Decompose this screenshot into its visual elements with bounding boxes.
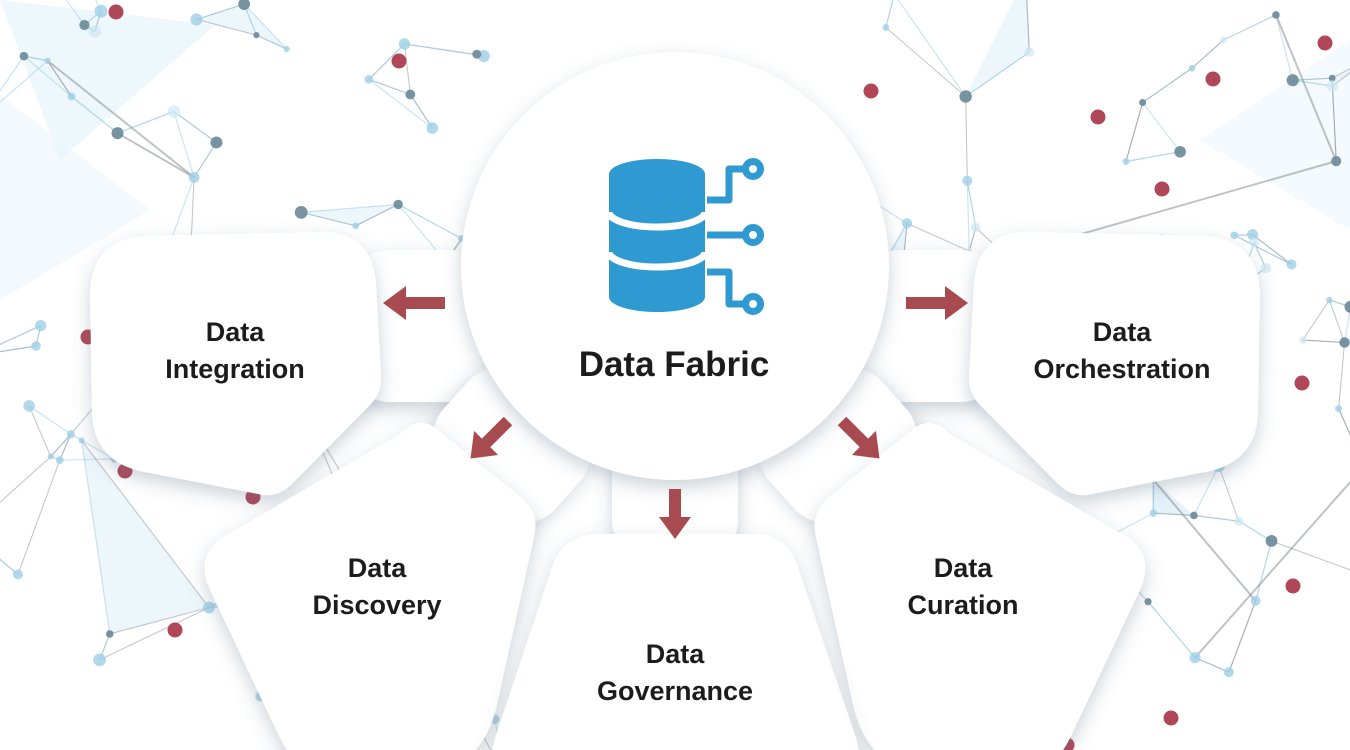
network-node-circle [742,293,764,315]
shape-data-discovery [204,423,536,750]
background-wash [1200,40,1350,230]
label-line: Governance [596,676,754,706]
label-data-integration: Data Integration [120,314,350,388]
arrow-right-icon [906,286,968,320]
label-data-governance: Data Governance [560,636,790,710]
database-body [609,174,705,312]
background-wash [0,0,215,160]
label-line: Data [347,553,407,583]
connector-wire-top [707,165,745,204]
database-top [609,159,705,189]
database-divider [605,211,709,231]
database-divider [605,251,709,271]
label-line: Integration [165,354,305,384]
label-line: Data [1092,317,1152,347]
arrow-down-icon [659,489,691,539]
arrow-left-icon [383,286,445,320]
center-title: Data Fabric [578,345,770,384]
network-node-circle [742,224,764,246]
label-data-orchestration: Data Orchestration [1007,314,1237,388]
shape-data-integration [90,231,382,496]
database-network-icon [605,158,764,315]
satellite-shapes [90,231,1260,750]
label-line: Discovery [312,590,442,620]
label-data-discovery: Data Discovery [262,550,492,624]
connector-arm-right [855,250,1005,402]
direction-arrows [383,286,968,539]
background-wash [0,95,150,300]
arrow-down-left-icon [470,416,513,459]
shape-data-orchestration [968,231,1260,496]
arrow-down-right-icon [837,416,880,459]
label-line: Data [205,317,265,347]
shape-data-governance [492,534,859,750]
connector-wire-bottom [707,268,745,308]
shape-data-curation [814,423,1146,750]
label-line: Orchestration [1033,354,1211,384]
label-line: Data [645,639,705,669]
label-line: Curation [907,590,1019,620]
label-line: Data [933,553,993,583]
label-data-curation: Data Curation [848,550,1078,624]
network-node-circle [742,158,764,180]
connector-arm-left [345,250,495,402]
